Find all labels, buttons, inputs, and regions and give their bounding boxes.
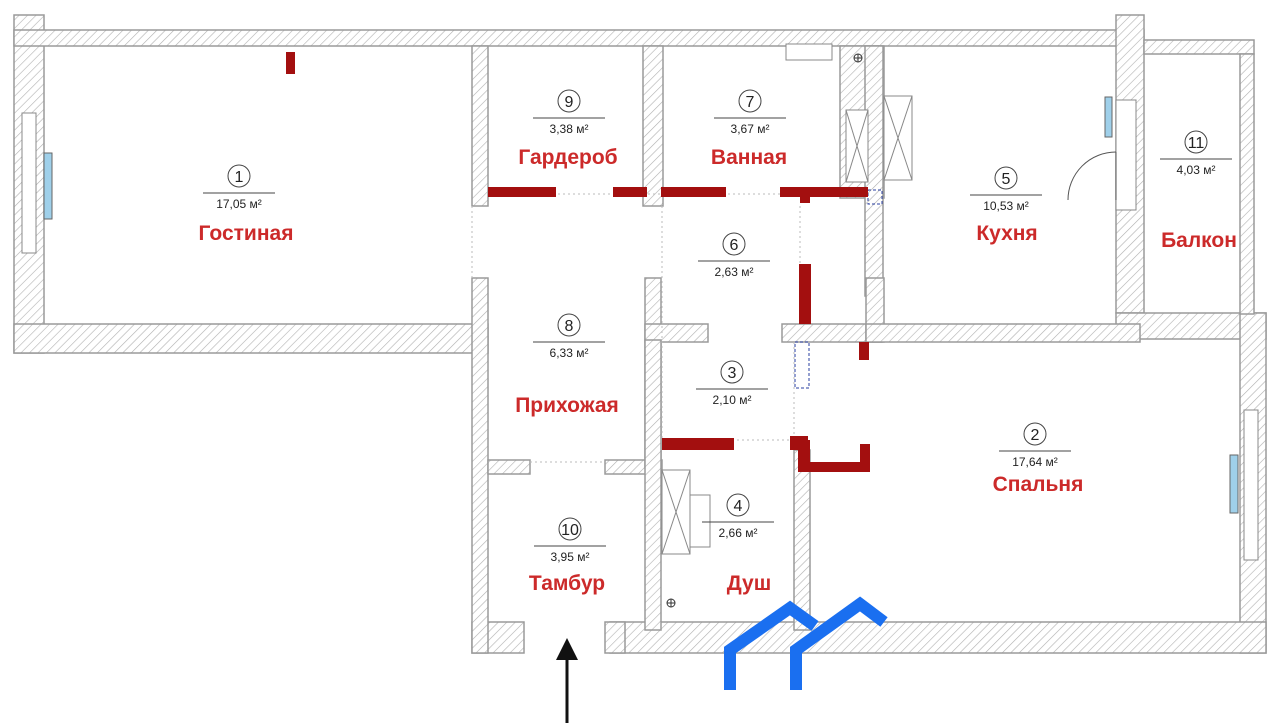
- room-bedroom: 2 17,64 м² Спальня: [993, 422, 1084, 496]
- room-balcony: 11 4,03 м² Балкон: [1160, 130, 1237, 252]
- room-number-circle: [726, 493, 750, 517]
- room-number-circle: [722, 232, 746, 256]
- room-number-circle: [557, 313, 581, 337]
- room-bathroom: 7 3,67 м² Ванная: [711, 89, 787, 169]
- room-number: 7: [746, 94, 755, 111]
- room-number: 4: [734, 498, 743, 515]
- walls: [13, 14, 1267, 654]
- room-number-circle: [738, 89, 762, 113]
- door-swing-icon: [1067, 151, 1117, 201]
- room-hall6: 6 2,63 м²: [698, 232, 770, 279]
- room-number: 11: [1188, 135, 1205, 152]
- room-area: 2,63 м²: [715, 265, 754, 279]
- room-area: 6,33 м²: [550, 346, 589, 360]
- room-number: 5: [1002, 171, 1011, 188]
- room-name: Ванная: [711, 146, 787, 169]
- room-kitchen: 5 10,53 м² Кухня: [970, 166, 1042, 245]
- room-area: 10,53 м²: [983, 199, 1029, 213]
- room-number-circle: [558, 517, 582, 541]
- room-name: Гостиная: [199, 222, 294, 245]
- room-number: 6: [730, 237, 739, 254]
- room-name: Тамбур: [529, 572, 605, 595]
- room-area: 4,03 м²: [1177, 163, 1216, 177]
- room-labels: 1 17,05 м² Гостиная 2 17,64 м² Спальня 3 2,10 м…: [199, 89, 1237, 595]
- room-wardrobe: 9 3,38 м² Гардероб: [518, 89, 618, 169]
- room-area: 3,38 м²: [550, 122, 589, 136]
- room-shower: 4 2,66 м² Душ: [702, 493, 774, 595]
- room-number-circle: [720, 360, 744, 384]
- room-vestibule: 10 3,95 м² Тамбур: [529, 517, 606, 595]
- room-number-circle: [227, 164, 251, 188]
- room-name: Прихожая: [515, 394, 619, 417]
- room-number-circle: [557, 89, 581, 113]
- room-area: 17,64 м²: [1012, 455, 1058, 469]
- room-number: 1: [235, 169, 244, 186]
- room-number: 8: [565, 318, 574, 335]
- room-number: 3: [728, 365, 737, 382]
- room-number: 10: [561, 522, 579, 539]
- room-hall3: 3 2,10 м²: [696, 360, 768, 407]
- room-number-circle: [994, 166, 1018, 190]
- room-name: Душ: [727, 572, 771, 595]
- room-name: Гардероб: [518, 146, 617, 169]
- riser-icon: [666, 53, 863, 608]
- room-area: 2,66 м²: [719, 526, 758, 540]
- room-area: 3,67 м²: [731, 122, 770, 136]
- room-name: Кухня: [976, 222, 1037, 245]
- room-number: 2: [1031, 427, 1040, 444]
- entrance-arrow-icon: [556, 638, 578, 723]
- room-name: Балкон: [1161, 229, 1237, 252]
- room-name: Спальня: [993, 473, 1084, 496]
- room-area: 17,05 м²: [216, 197, 262, 211]
- watermark-logo-icon: [724, 596, 888, 690]
- room-living: 1 17,05 м² Гостиная: [199, 164, 294, 245]
- room-area: 2,10 м²: [713, 393, 752, 407]
- room-number-circle: [1184, 130, 1208, 154]
- room-number-circle: [1023, 422, 1047, 446]
- room-number: 9: [565, 94, 574, 111]
- demolished-walls: [286, 52, 870, 472]
- room-entrance: 8 6,33 м² Прихожая: [515, 313, 619, 417]
- room-area: 3,95 м²: [551, 550, 590, 564]
